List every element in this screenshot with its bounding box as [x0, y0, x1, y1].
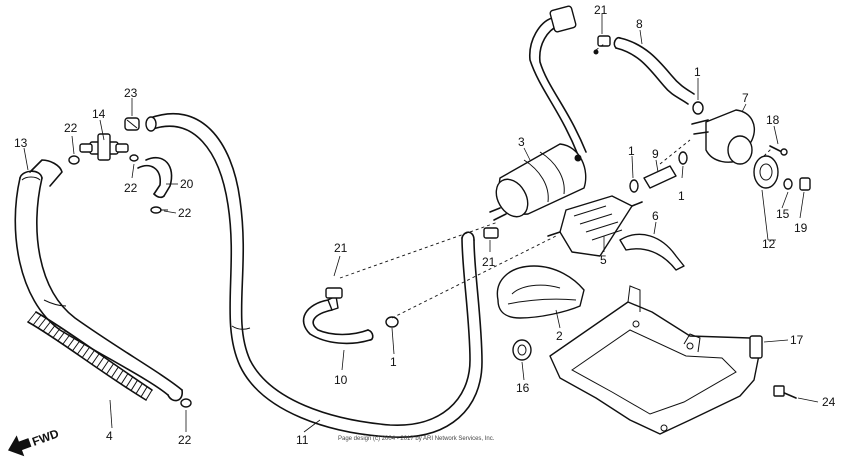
corrugation-ring: [116, 370, 124, 381]
corrugation-ring: [32, 314, 42, 326]
part-23-clip[interactable]: [124, 117, 140, 131]
part-22-clip-d[interactable]: [180, 398, 192, 408]
callout-21-c: 21: [334, 241, 348, 255]
part-11-fuel-hose[interactable]: [145, 112, 483, 438]
callout-6: 6: [652, 209, 659, 223]
corrugation-ring: [106, 363, 114, 375]
corrugation-ring: [47, 324, 56, 336]
part-2-holder[interactable]: [496, 265, 585, 319]
part-21-clip-c[interactable]: [325, 287, 343, 299]
part-1-clip-b[interactable]: [629, 179, 639, 193]
part-16-grommet[interactable]: [512, 339, 532, 361]
leader-lines: [23, 14, 819, 433]
corrugation-ring: [27, 311, 37, 323]
corrugation-ring: [86, 350, 95, 362]
callout-8: 8: [636, 17, 643, 31]
part-18-screw[interactable]: [769, 145, 788, 156]
part-6-band[interactable]: [619, 233, 685, 271]
part-1-clip-a[interactable]: [692, 101, 704, 115]
corrugation-ring: [130, 379, 138, 391]
assembly-lines: [339, 43, 773, 319]
callout-1-d: 1: [390, 355, 397, 369]
callout-20: 20: [180, 177, 194, 191]
callout-13: 13: [14, 136, 28, 150]
corrugation-ring: [81, 347, 90, 359]
callout-22-d: 22: [178, 433, 192, 447]
callout-2: 2: [556, 329, 563, 343]
callout-1-b: 1: [628, 144, 635, 158]
part-4-protector[interactable]: [27, 311, 153, 401]
callout-5: 5: [600, 253, 607, 267]
corrugation-ring: [140, 386, 148, 398]
callout-9: 9: [652, 147, 659, 161]
part-1-clip-c[interactable]: [678, 151, 688, 165]
part-22-clip-b[interactable]: [129, 154, 139, 162]
callout-22-a: 22: [64, 121, 78, 135]
callout-14: 14: [92, 107, 106, 121]
corrugation-ring: [76, 344, 85, 355]
callout-22-c: 22: [178, 206, 192, 220]
part-22-clip-c[interactable]: [150, 206, 168, 214]
part-9-tube[interactable]: [643, 165, 677, 189]
part-22-clip-a[interactable]: [68, 155, 80, 165]
corrugation-ring: [101, 360, 109, 372]
callout-17: 17: [790, 333, 804, 347]
part-15-cap[interactable]: [753, 155, 779, 189]
corrugation-ring: [62, 334, 71, 346]
callout-18: 18: [766, 113, 780, 127]
callout-23: 23: [124, 86, 138, 100]
corrugation-ring: [91, 353, 100, 365]
corrugation-ring: [145, 389, 153, 401]
callout-24: 24: [822, 395, 836, 409]
part-19-screw[interactable]: [799, 177, 811, 191]
part-1-clip-d[interactable]: [385, 316, 399, 328]
corrugation-ring: [111, 366, 119, 378]
callout-21-a: 21: [594, 3, 608, 17]
corrugation-ring: [66, 337, 76, 349]
corrugation-ring: [71, 340, 80, 352]
callout-10: 10: [334, 373, 348, 387]
callout-16: 16: [516, 381, 530, 395]
part-20-tube[interactable]: [137, 157, 173, 199]
corrugation-ring: [37, 318, 47, 329]
callout-21-b: 21: [482, 255, 496, 269]
part-8-hose[interactable]: [613, 36, 695, 105]
corrugation-ring: [57, 331, 66, 342]
part-21-clip-a[interactable]: [593, 35, 611, 55]
fwd-label: FWD: [30, 426, 61, 449]
callout-1-a: 1: [694, 65, 701, 79]
part-15-washer[interactable]: [783, 178, 793, 190]
part-13-fuel-tube[interactable]: [14, 159, 183, 402]
callout-1-c: 1: [678, 189, 685, 203]
callout-19: 19: [794, 221, 808, 235]
callout-7: 7: [742, 91, 749, 105]
callout-11: 11: [296, 433, 309, 447]
callout-15: 15: [776, 207, 790, 221]
fwd-arrow: FWD: [7, 426, 61, 457]
callout-3: 3: [518, 135, 525, 149]
part-21-clip-b[interactable]: [483, 227, 499, 239]
copyright-text: Page design (c) 2004 - 2017 by ARI Netwo…: [338, 436, 495, 442]
corrugation-ring: [135, 383, 143, 394]
corrugation-ring: [42, 321, 51, 333]
part-7-valve[interactable]: [691, 109, 755, 165]
part-24-bolt[interactable]: [773, 385, 797, 399]
corrugation-ring: [96, 357, 105, 368]
corrugation-ring: [120, 373, 129, 385]
corrugation-ring: [52, 327, 61, 339]
callout-12: 12: [762, 237, 776, 251]
callout-4: 4: [106, 429, 113, 443]
part-5-fuel-filter[interactable]: [547, 195, 643, 257]
corrugation-ring: [125, 376, 134, 388]
part-14-three-way-joint[interactable]: [79, 133, 129, 161]
callout-22-b: 22: [124, 181, 138, 195]
part-17-bracket[interactable]: [549, 285, 763, 435]
part-10-hose[interactable]: [302, 295, 374, 345]
part-3-fuel-pump[interactable]: [489, 5, 587, 223]
